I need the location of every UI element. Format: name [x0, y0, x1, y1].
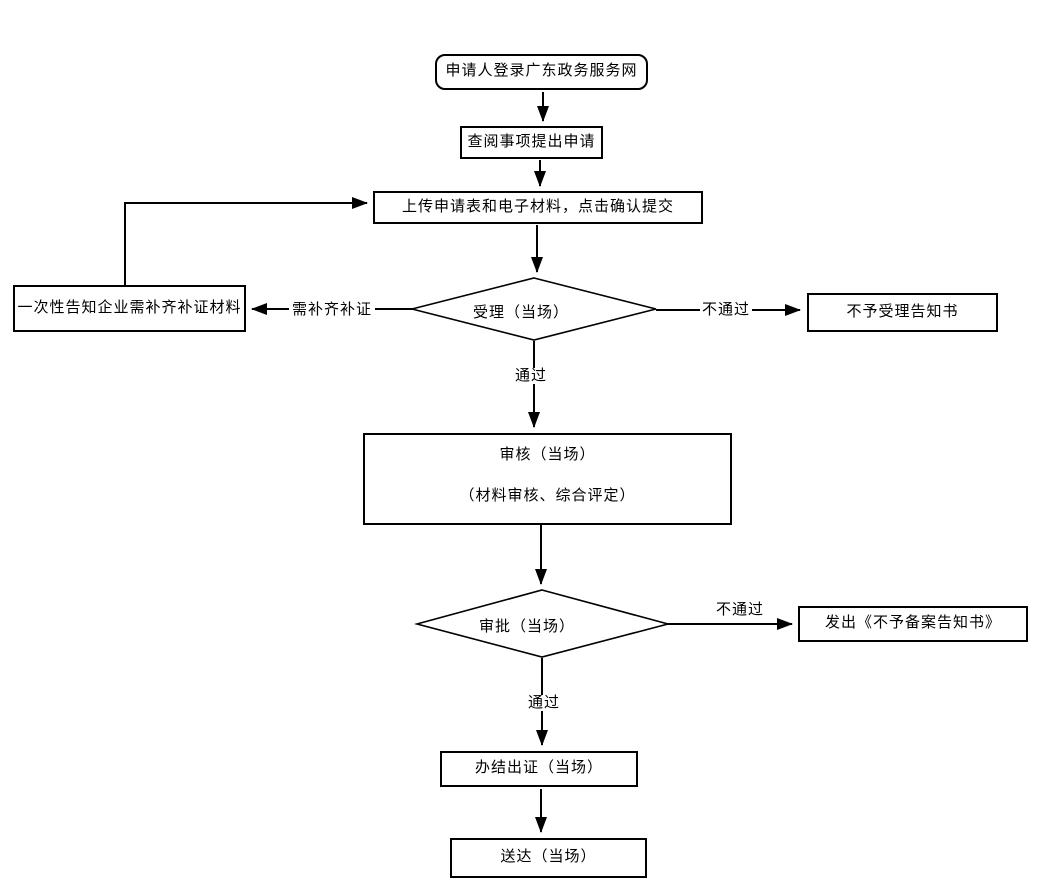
node-deliver: 送达（当场） [450, 838, 647, 878]
node-deliver-label: 送达（当场） [500, 849, 597, 866]
decision-accept-shape [411, 277, 657, 341]
decision-approve-shape [413, 589, 672, 658]
node-login: 申请人登录广东政务服务网 [435, 54, 648, 90]
node-complete-label: 办结出证（当场） [474, 760, 603, 777]
node-login-label: 申请人登录广东政务服务网 [445, 63, 638, 80]
node-review: 查阅事项提出申请 [460, 126, 603, 159]
edge-label-approve-pass: 通过 [525, 695, 563, 711]
node-audit-line1: 审核（当场） [499, 447, 596, 463]
decision-accept-label: 受理（当场） [473, 305, 570, 321]
edge-notify-loop-to-upload [124, 197, 368, 285]
node-audit: 审核（当场） （材料审核、综合评定） [363, 433, 732, 525]
decision-approve-label: 审批（当场） [479, 619, 576, 635]
node-notify-supplement-label: 一次性告知企业需补齐补证材料 [17, 299, 242, 316]
node-review-label: 查阅事项提出申请 [467, 133, 596, 150]
edge-label-approve-fail: 不通过 [716, 602, 765, 618]
node-notify-supplement: 一次性告知企业需补齐补证材料 [13, 285, 246, 332]
node-upload: 上传申请表和电子材料，点击确认提交 [373, 191, 703, 224]
edge-label-accept-pass: 通过 [512, 368, 550, 384]
node-reject-record: 发出《不予备案告知书》 [798, 606, 1028, 642]
edge-label-accept-fail: 不通过 [700, 302, 752, 318]
node-audit-line2: （材料审核、综合评定） [459, 487, 636, 504]
node-complete: 办结出证（当场） [440, 751, 638, 787]
node-reject-record-label: 发出《不予备案告知书》 [824, 615, 1001, 632]
node-reject-accept-label: 不予受理告知书 [846, 303, 959, 320]
node-reject-accept: 不予受理告知书 [807, 293, 998, 332]
edge-label-need-supplement: 需补齐补证 [289, 302, 375, 318]
node-upload-label: 上传申请表和电子材料，点击确认提交 [401, 198, 674, 215]
